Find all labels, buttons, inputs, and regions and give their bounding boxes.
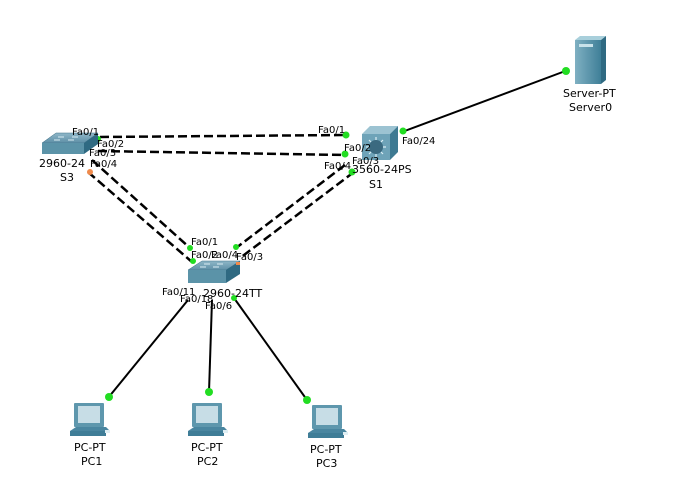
port-label-s3-fa03: Fa0/3 [89,148,116,159]
s1-model-label: 3560-24PS [352,163,412,176]
cable-s1-s2-2[interactable] [239,171,355,259]
cables [87,69,569,401]
pc2-name-label: PC2 [197,455,218,468]
port-label-s2-fa06: Fa0/6 [205,301,232,312]
s1-name-label: S1 [369,178,383,191]
port-label-s1-fa02: Fa0/2 [344,143,371,154]
port-label-s2-fa04: Fa0/4 [211,250,238,261]
port-label-s3-fa01: Fa0/1 [72,127,99,138]
cable-s1-server[interactable] [401,69,569,133]
s3-name-label: S3 [60,171,74,184]
multilayer-switch-icon [362,126,398,160]
port-label-s1-fa01: Fa0/1 [318,125,345,136]
cable-s2-pc1[interactable] [107,299,189,399]
device-s3[interactable]: 2960-24 S3 [39,132,99,184]
pc3-name-label: PC3 [316,457,337,470]
device-server0[interactable]: Server-PT Server0 [563,36,616,114]
port-label-s3-fa04: Fa0/4 [90,159,117,170]
link-light-s1-fa024 [399,127,407,135]
link-light-server [562,67,570,75]
s3-model-label: 2960-24 [39,157,85,170]
s2-model-label: 2960-24TT [203,287,262,300]
cable-s1-s2-1[interactable] [235,164,346,249]
link-light-s1-fa04 [348,168,356,176]
link-light-s1-fa02 [341,150,349,158]
pc3-model-label: PC-PT [310,443,342,456]
port-label-s2-fa02: Fa0/2 [191,250,218,261]
port-labels: Fa0/1 Fa0/2 Fa0/3 Fa0/4 Fa0/1 Fa0/2 Fa0/… [72,125,435,312]
server-model-label: Server-PT [563,87,616,100]
link-lights [87,67,570,404]
device-s2[interactable]: 2960-24TT [187,260,262,300]
link-light-s3-fa04 [87,169,93,175]
cable-s3-s1-1[interactable] [99,133,347,139]
pc-icon [70,403,110,436]
port-label-s2-fa01: Fa0/1 [191,237,218,248]
port-label-s1-fa03: Fa0/3 [352,156,379,167]
link-light-s2-fa02 [190,258,196,264]
device-s1[interactable]: 3560-24PS S1 [352,126,412,191]
link-light-s2-fa06 [231,295,237,301]
port-label-s3-fa02: Fa0/2 [97,139,124,150]
pc1-model-label: PC-PT [74,441,106,454]
port-label-s2-fa03: Fa0/3 [236,252,263,263]
link-light-pc3 [303,396,311,404]
link-light-s1-fa01 [342,131,350,139]
device-pc2[interactable]: PC-PT PC2 [188,403,228,468]
link-light-pc1 [105,393,113,401]
pc2-model-label: PC-PT [191,441,223,454]
cable-s3-s2-1[interactable] [91,159,191,249]
pc-icon [308,405,348,438]
port-label-s1-fa024: Fa0/24 [402,136,435,147]
cable-s3-s2-2[interactable] [87,171,193,263]
device-pc1[interactable]: PC-PT PC1 [70,403,110,468]
cable-s2-pc2[interactable] [208,299,213,393]
port-label-s1-fa04: Fa0/4 [324,161,351,172]
pc1-name-label: PC1 [81,455,102,468]
link-light-s2-fa01 [187,245,193,251]
port-label-s2-fa018: Fa0/18 [180,294,213,305]
device-pc3[interactable]: PC-PT PC3 [308,405,348,470]
server-name-label: Server0 [569,101,612,114]
switch-icon [187,260,241,283]
server-icon [575,36,606,84]
switch-icon [41,132,99,154]
port-label-s2-fa011: Fa0/11 [162,287,195,298]
cable-s2-pc3[interactable] [233,297,308,401]
cable-s3-s1-2[interactable] [97,149,347,157]
link-light-s2-fa03 [233,244,239,250]
pc-icon [188,403,228,436]
link-light-pc2 [205,388,213,396]
